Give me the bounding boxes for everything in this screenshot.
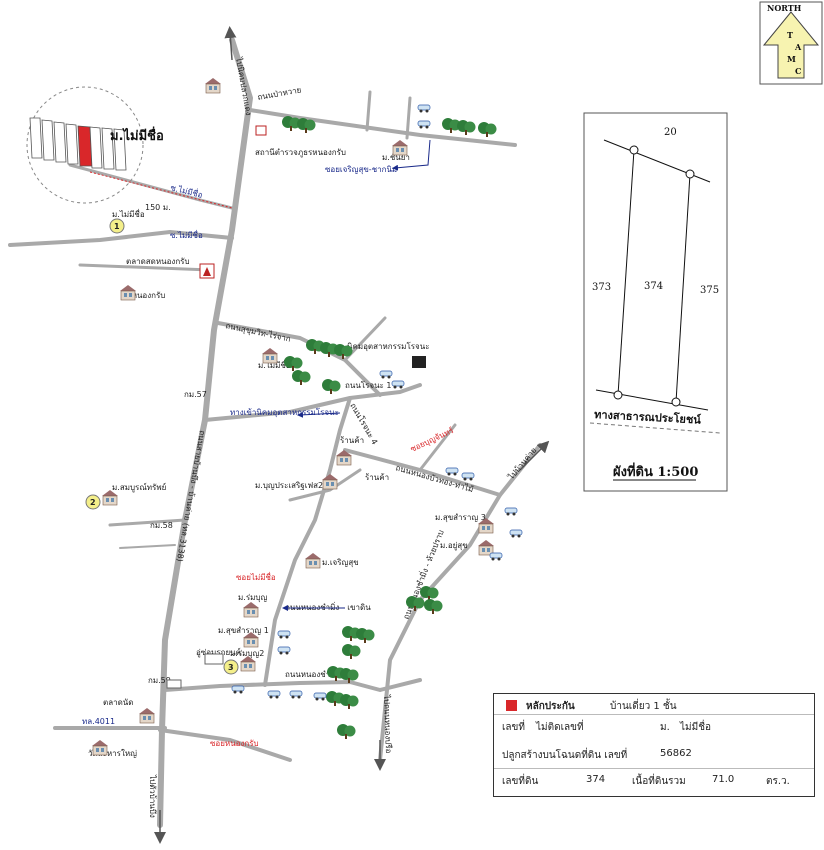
police-label: สถานีตำรวจภูธรหนองกรับ [255,148,346,158]
map-labels: ซ.ไม่มีชื่อ ซ.ไม่มีชื่อ ม.ไม่มีชื่อ สถาน… [82,56,538,818]
village-title: ม.ไม่มีชื่อ [110,126,164,144]
village-charoensuk-label: ม.เจริญสุข [322,558,359,567]
north-letter-1: T [787,30,793,40]
entrance-label: ทางเข้านิคมอุตสาหกรรมโรจนะ [230,407,339,417]
direction-arrows [154,26,550,844]
distance-label: 150 ม. [145,203,171,212]
info-land-no: 374 [586,774,606,785]
village-mid-label: ม.ไม่มีชื่อ [258,359,291,370]
route4011-label: ทล.4011 [82,717,115,726]
temple1-label: วัดหนองกรับ [122,291,165,300]
market2-label: ตลาดนัด [103,698,133,707]
north-letter-2: A [794,42,802,52]
village-sukhsa3-label: ม.สุขสำราญ 3 [435,513,486,522]
info-area-label: เนื้อที่ดินรวม [632,776,686,787]
info-area: 71.0 [712,774,735,785]
soi2-label: ซ.ไม่มีชื่อ [170,229,203,240]
info-deed: 56862 [660,748,692,759]
to-down-right-label: ไปถนนหนองปรือ [382,694,393,754]
temple2-label: วัดละหารใหญ่ [88,749,137,758]
plot-right-label: 375 [700,285,719,296]
info-land-no-label: เลขที่ดิน [502,776,539,787]
km57-label: กม.57 [184,390,207,399]
marker-1: 1 [114,222,120,231]
info-row-land: เลขที่ดิน 374 เนื้อที่ดินรวม 71.0 ตร.ว. [494,768,814,791]
marker-3: 3 [228,663,234,672]
roads [8,37,542,828]
plot-top-label: 20 [664,127,677,138]
shop2-label: ร้านค้า [365,473,389,482]
village1-label: ม.ไม่มีชื่อ [112,208,145,219]
info-village-label: ม. [660,722,670,733]
road-nongmiang-label: ถนนหนองชำมิ่ง - เขาดิน [285,601,371,612]
info-village: ไม่มีชื่อ [680,722,712,733]
village-inset: ม.ไม่มีชื่อ [26,86,164,204]
markers: 1 2 3 [85,218,239,675]
plot-center-label: 374 [644,281,663,292]
tree-icons [282,116,497,739]
blue-arrows [282,139,431,611]
road-top-label: ถนนป่าหวาย [257,85,302,102]
village-romboon-label: ม.ร่มบุญ [238,593,267,602]
to-top-label: ไปนิคมปลวกแดง [234,56,253,117]
property-info-box: หลักประกัน บ้านเดี่ยว 1 ชั้น เลขที่ ไม่ต… [493,693,815,797]
info-deed-label: ปลูกสร้างบนโฉนดที่ดิน เลขที่ [502,750,628,761]
vehicle-icons [231,104,523,701]
info-area-unit: ตร.ว. [766,776,790,787]
north-letter-4: C [795,66,801,76]
to-right-label: ไปบ้านค่าย [506,446,538,482]
info-house-no: ไม่ติดเลขที่ [536,722,584,733]
village-sukhsa1-label: ม.สุขสำราญ 1 [218,626,269,635]
plot-title: ผังที่ดิน 1:500 [613,462,698,480]
village-boonpra-label: ม.บุญประเสริฐเฟส2 [255,481,323,490]
main-road-label: ถนนสายบ้านบึง - บ้านค่าย (ทล.3138) [175,430,207,563]
km59-label: กม.59 [148,676,171,685]
soi-red2-label: ซอยไม่มีชื่อ [236,571,276,582]
shop1-label: ร้านค้า [340,436,364,445]
info-type: บ้านเดี่ยว 1 ชั้น [610,701,677,712]
collateral-swatch [506,700,517,711]
village3-label: ม.ร่มบุญ2 [230,649,264,658]
km58-label: กม.58 [150,521,173,530]
north-letter-3: M [787,54,796,64]
village2-label: ม.สมบูรณ์ทรัพย์ [112,482,166,493]
road-sukhumvit-label: ถนนสุขุมวิท-ไร่จาก [225,321,292,344]
north-label: NORTH [767,3,802,13]
info-title: หลักประกัน [526,701,575,712]
plot-diagram: 20 373 374 375 ทางสาธารณประโยชน์ ผังที่ด… [583,112,728,492]
north-arrow-icon [762,11,820,79]
garage-label: อู่ซ่อมรถยนต์ [196,647,241,658]
north-arrow: NORTH T A M C [759,1,823,85]
info-house-no-label: เลขที่ [502,722,525,733]
chanya-label: ม.ชันยา [382,153,410,162]
road-bottom-label: ถนนหนองชำมิ่ง [285,668,339,679]
info-row-address: เลขที่ ไม่ติดเลขที่ ม. ไม่มีชื่อ [494,714,814,737]
info-row-title: หลักประกัน บ้านเดี่ยว 1 ชั้น [494,694,814,716]
village-sutthisuk-label: ม.อยู่สุข [440,541,468,551]
soi-bottom-label: ซอยหนองกรับ [210,739,259,748]
soi-charoen-label: ซอยเจริญสุข-ชากนิม [325,165,397,174]
market-label: ตลาดสดหนองกรับ [126,257,190,266]
industrial-label: นิคมอุตสาหกรรมโรจนะ [347,341,430,351]
marker-2: 2 [90,498,96,507]
road-top [248,108,517,147]
to-bottom-label: ไปตัวบ้านบึง [148,774,157,818]
plot-left-label: 373 [592,282,611,293]
road-nongbua-label: ถนนหนองบัวทอง-ท่าไม้ [394,463,474,494]
sign-icons [166,125,426,689]
road-rojana1-label: ถนนโรจนะ 1 [345,380,391,390]
info-row-deed: ปลูกสร้างบนโฉนดที่ดิน เลขที่ 56862 [494,736,814,761]
soi-red-label: ซอยบุญจันทร์ [409,425,456,454]
plot-road-label: ทางสาธารณประโยชน์ [594,407,702,427]
